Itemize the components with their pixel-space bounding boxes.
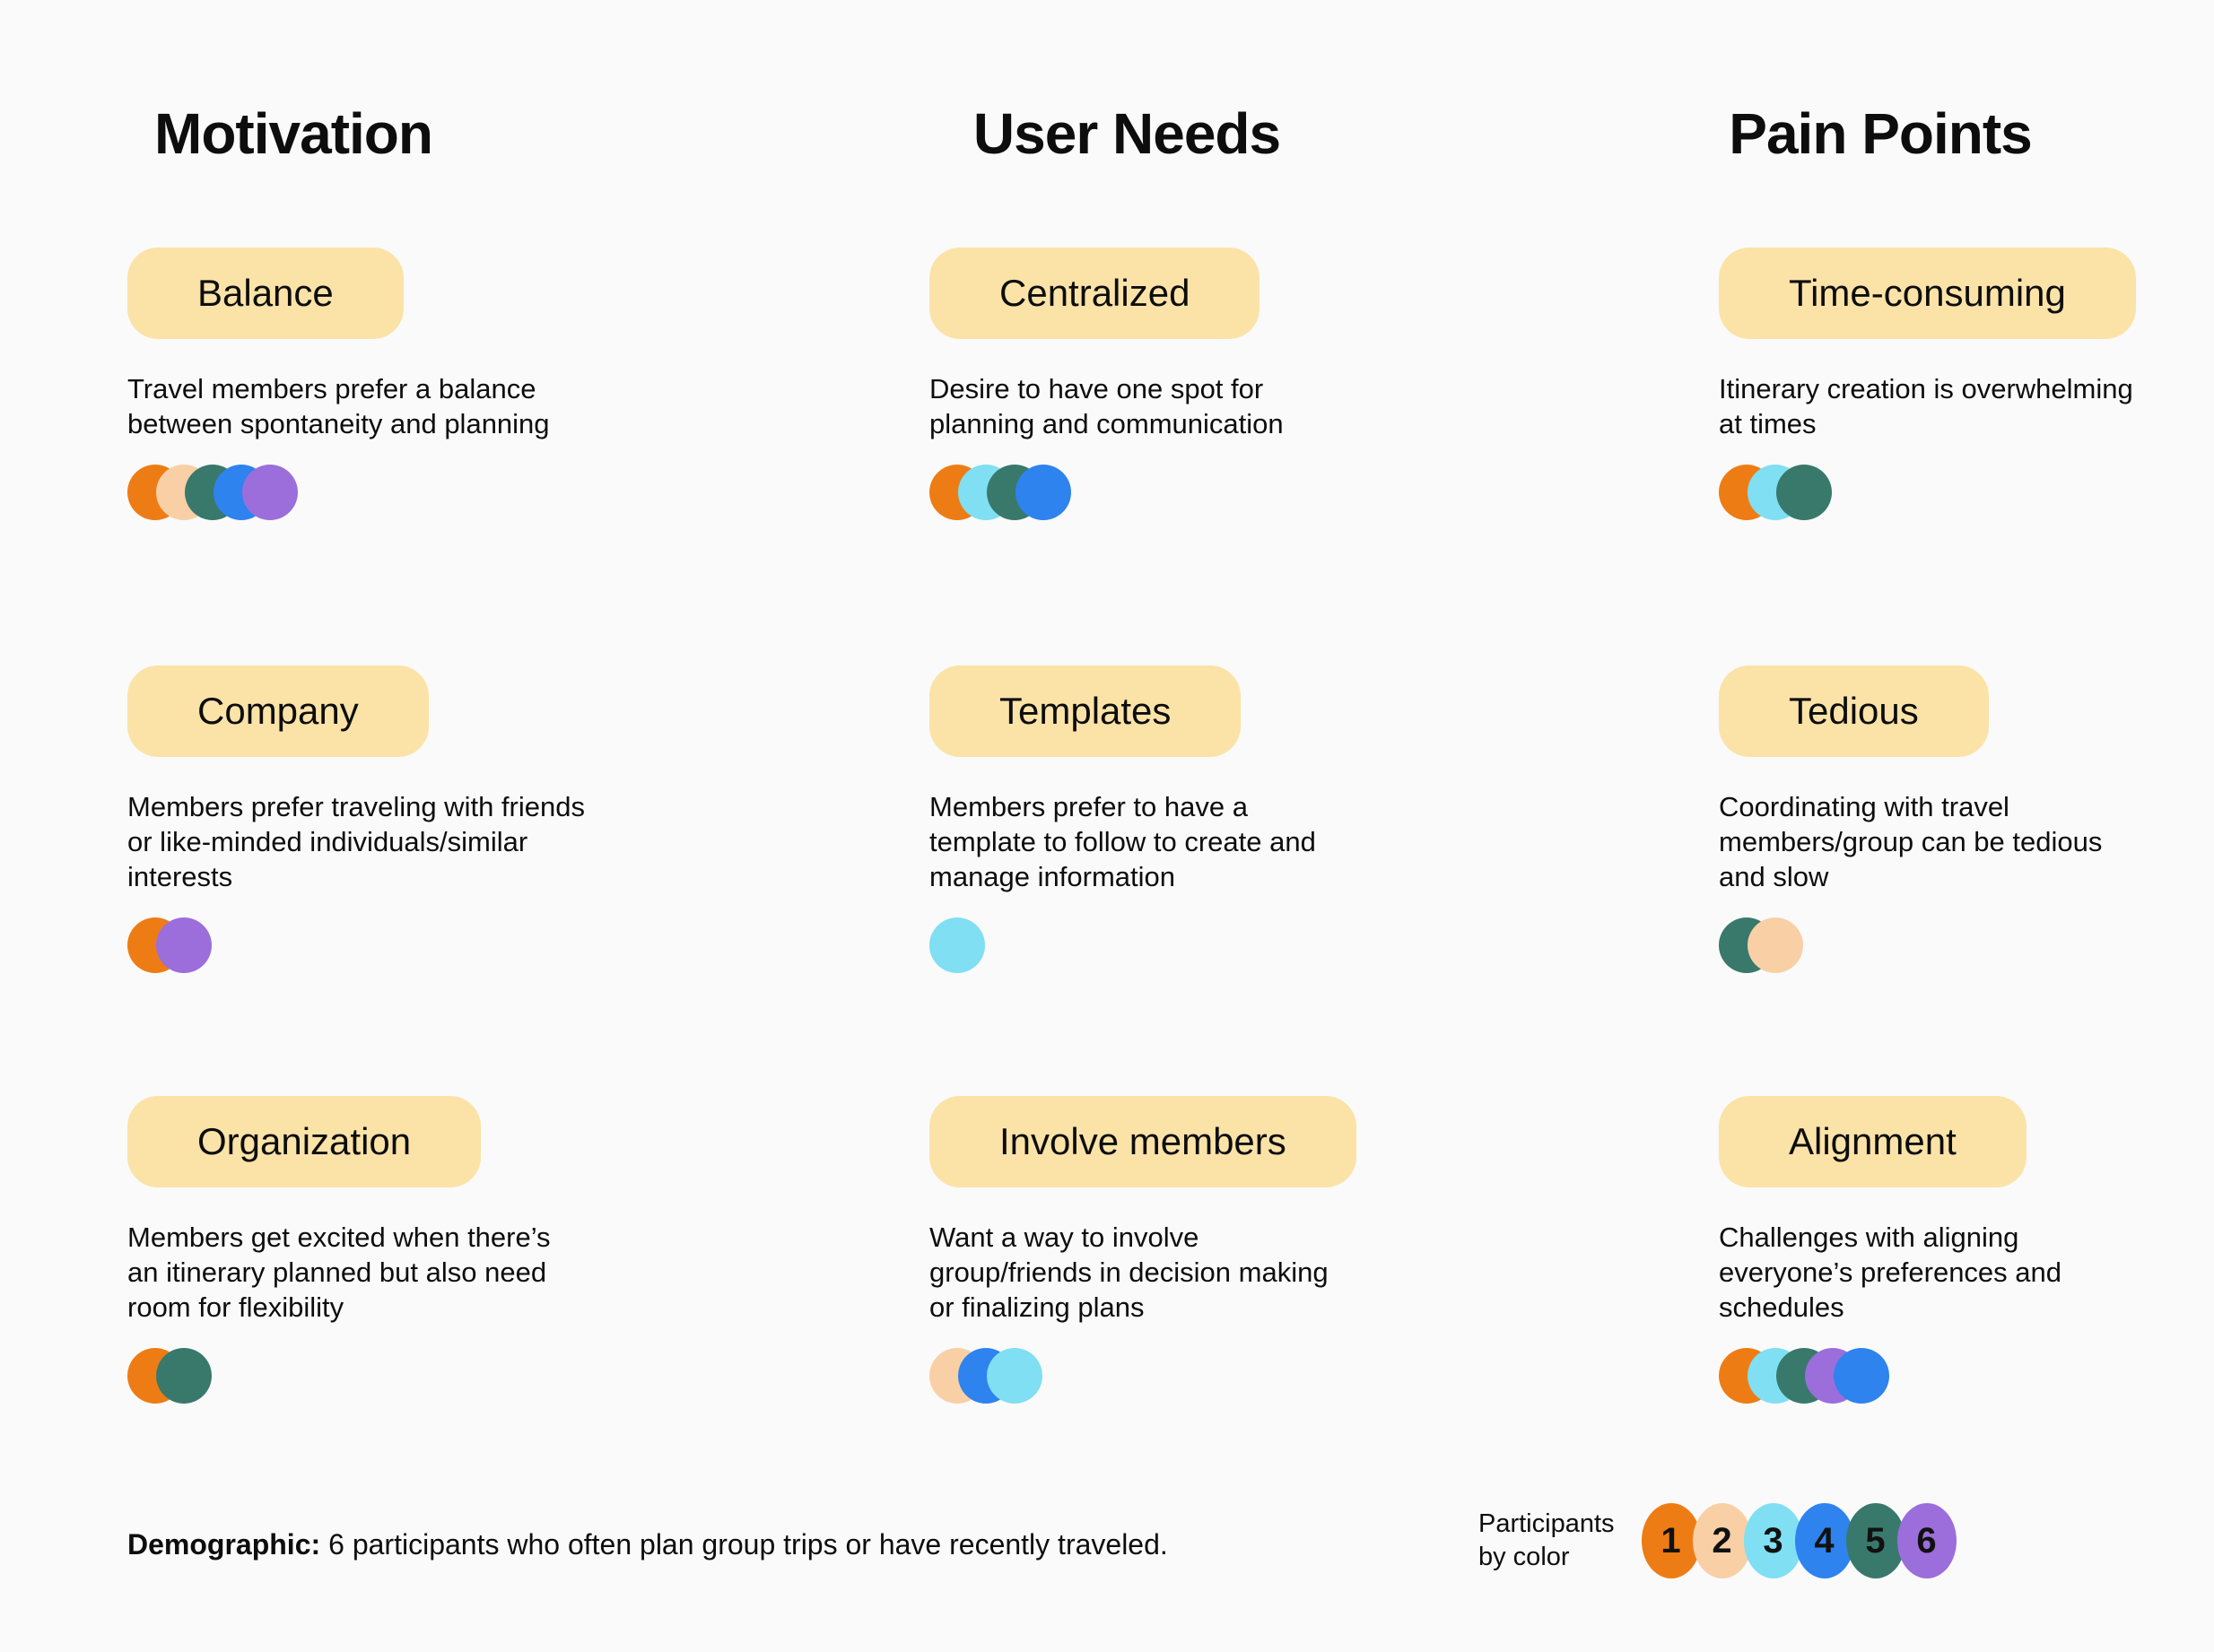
card-description: Coordinating with travel members/group c… [1719,791,2103,892]
legend-participant-3: 3 [1743,1503,1803,1578]
participant-dots [929,1348,1351,1404]
participant-dots [1719,917,2149,973]
participant-dots [127,1348,585,1404]
participant-dot-peach [1748,917,1803,973]
card-title-pill: Centralized [929,248,1260,339]
column-title-pain-points: Pain Points [1729,101,2033,166]
participant-dots [127,917,585,973]
card-title-pill: Time-consuming [1719,248,2136,339]
card-title-pill: Involve members [929,1096,1356,1187]
card-title: Alignment [1789,1120,1957,1162]
participant-dot-cyan [929,917,985,973]
demographic-label: Demographic: [127,1528,321,1561]
card-description: Challenges with aligning everyone’s pref… [1719,1222,2062,1323]
participant-dot-purple [156,917,212,973]
legend-label: Participants by color [1478,1508,1615,1574]
card-title: Balance [197,272,334,314]
participant-dot-blue [1015,465,1071,520]
card-description: Members get excited when there’s an itin… [127,1222,551,1323]
legend-participant-6: 6 [1896,1503,1957,1578]
legend-participant-2: 2 [1692,1503,1752,1578]
card-title: Involve members [999,1120,1286,1162]
participant-dots [1719,465,2149,520]
card-title-pill: Alignment [1719,1096,2027,1187]
participant-dot-cyan [987,1348,1042,1404]
card-description: Itinerary creation is overwhelming at ti… [1719,373,2133,439]
card-description: Travel members prefer a balance between … [127,373,550,439]
participant-dot-teal [156,1348,212,1404]
column-title-user-needs: User Needs [972,101,1281,166]
participant-dots [127,465,585,520]
card-description: Members prefer to have a template to fol… [929,791,1316,892]
demographic-text: 6 participants who often plan group trip… [328,1528,1168,1561]
legend-participant-1: 1 [1641,1503,1701,1578]
card-title: Tedious [1789,690,1919,732]
participant-dots [929,465,1351,520]
demographic-note: Demographic:6 participants who often pla… [127,1526,1168,1562]
participant-dot-blue [1834,1348,1889,1404]
participant-dots [1719,1348,2149,1404]
card-description: Members prefer traveling with friends or… [127,791,585,892]
card-title-pill: Templates [929,665,1242,757]
card-title: Company [197,690,359,732]
legend-label-line1: Participants [1478,1509,1615,1538]
card-title-pill: Company [127,665,429,757]
card-title-pill: Organization [127,1096,482,1187]
participant-dot-purple [242,465,298,520]
legend-participant-5: 5 [1845,1503,1905,1578]
card-title: Time-consuming [1789,272,2066,314]
card-description: Want a way to involve group/friends in d… [929,1222,1329,1323]
card-title: Centralized [999,272,1190,314]
card-title: Organization [197,1120,412,1162]
legend-participant-4: 4 [1794,1503,1854,1578]
participant-dot-teal [1776,465,1832,520]
legend-label-line2: by color [1478,1543,1570,1571]
card-title: Templates [999,690,1172,732]
card-title-pill: Balance [127,248,404,339]
card-description: Desire to have one spot for planning and… [929,373,1284,439]
card-title-pill: Tedious [1719,665,1989,757]
column-title-motivation: Motivation [154,101,433,166]
participant-dots [929,917,1351,973]
